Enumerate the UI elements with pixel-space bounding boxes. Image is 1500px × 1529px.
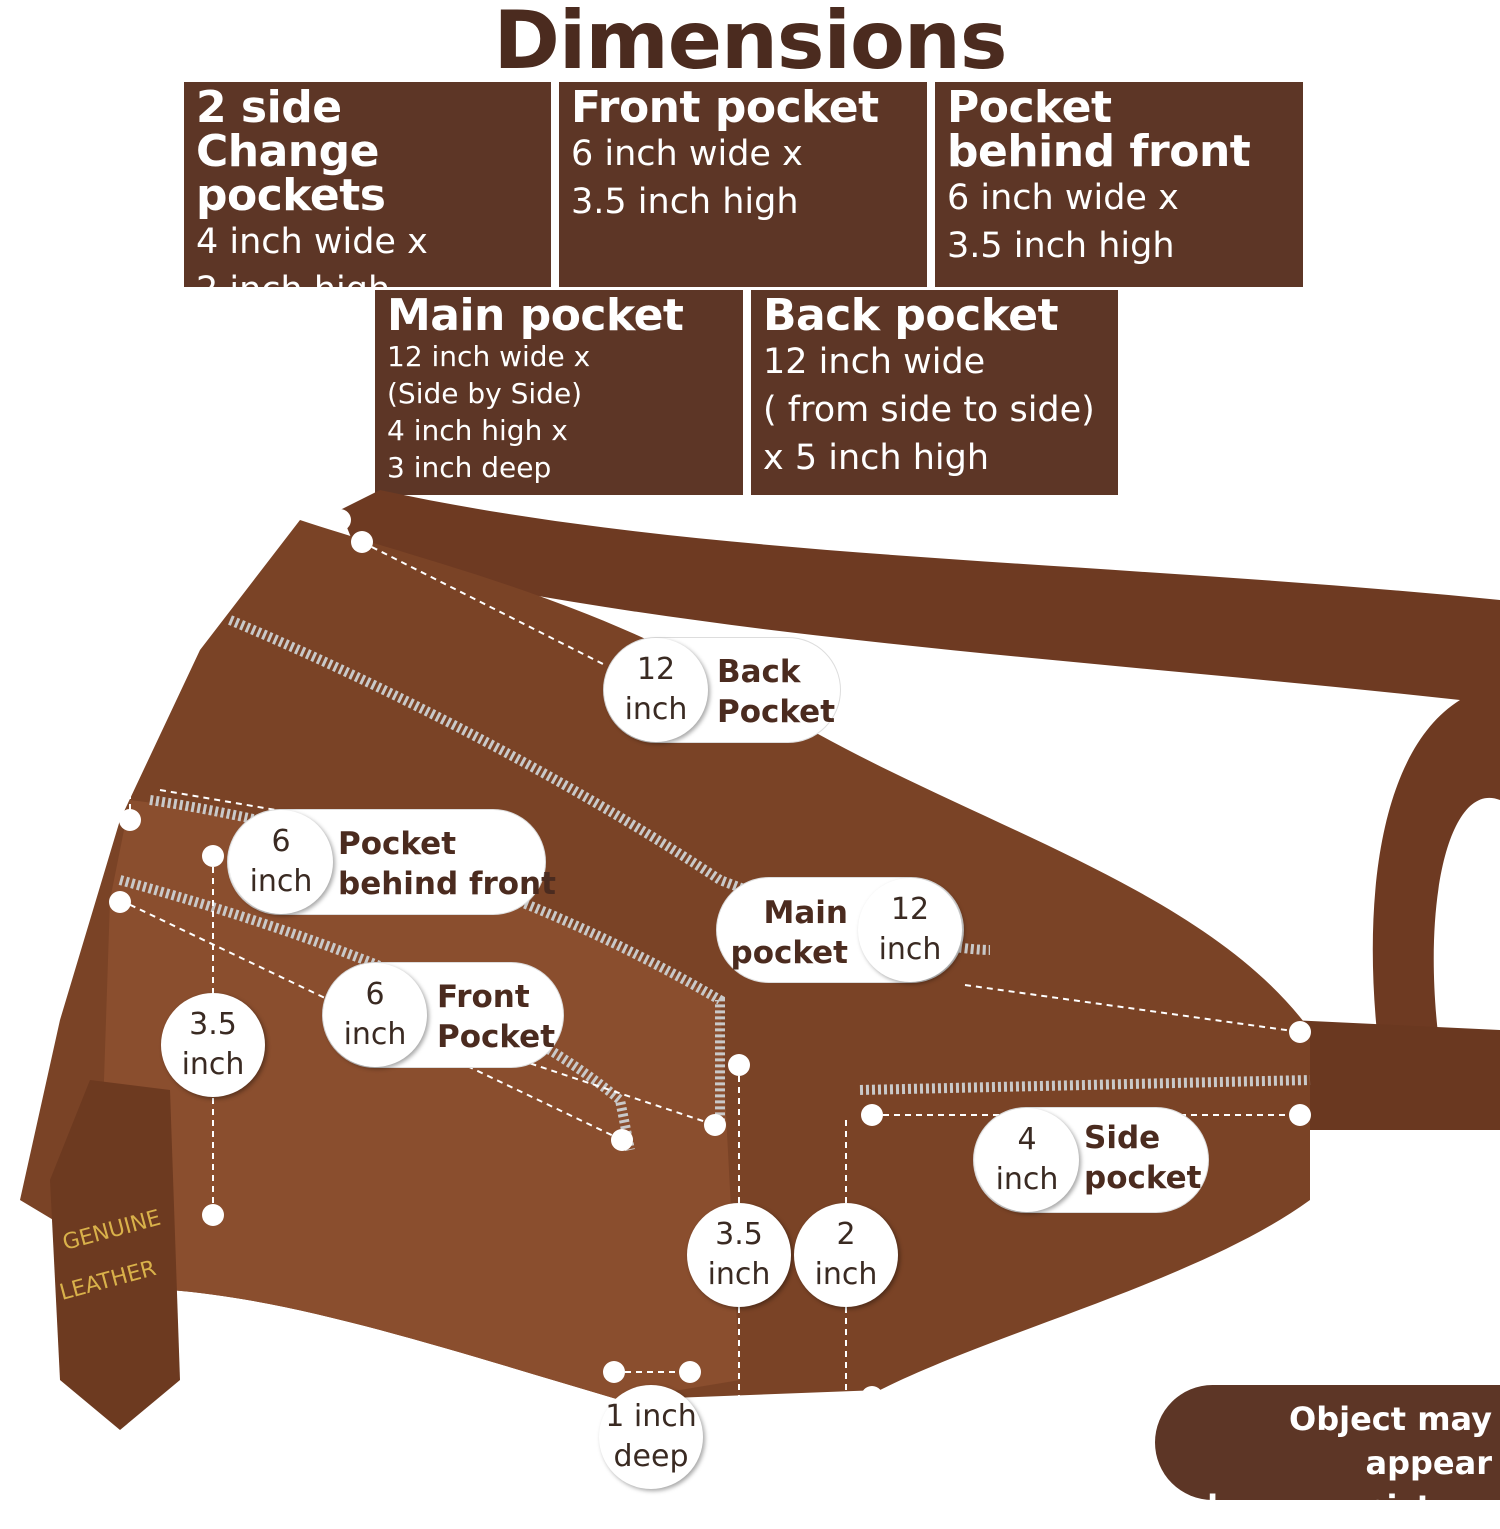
measure-value: 4 — [1017, 1122, 1037, 1157]
measure-circle: 12 inch — [858, 878, 962, 982]
box-line: 4 inch wide x — [196, 222, 428, 262]
box-line: 3 inch deep — [387, 451, 552, 484]
strap — [340, 490, 1500, 1060]
box-front-pocket: Front pocket 6 inch wide x 3.5 inch high — [559, 82, 927, 287]
measure-unit: inch — [343, 1017, 407, 1052]
front-pocket — [100, 800, 740, 1400]
box-line: ( from side to side) — [763, 390, 1095, 430]
box-change-pockets: 2 side Change pockets 4 inch wide x 2 in… — [184, 82, 551, 287]
box-heading: Main pocket — [387, 290, 684, 341]
zipper — [118, 875, 635, 1151]
measure-unit: inch — [878, 932, 942, 967]
box-line: 6 inch wide x — [947, 178, 1179, 218]
measure-value: 12 — [890, 892, 930, 927]
badge-line: closer on picture — [1188, 1488, 1492, 1526]
box-line: 4 inch high x — [387, 414, 568, 447]
measure-unit: inch — [249, 864, 313, 899]
measure-circle: 6 inch — [229, 810, 333, 914]
badge-line: Object may appear — [1289, 1400, 1492, 1482]
measure-unit: inch — [624, 692, 688, 727]
box-back-pocket: Back pocket 12 inch wide ( from side to … — [751, 290, 1118, 495]
box-line: (Side by Side) — [387, 377, 583, 410]
measure-unit: inch — [995, 1162, 1059, 1197]
box-pocket-behind-front: Pocket behind front 6 inch wide x 3.5 in… — [935, 82, 1303, 287]
box-main-pocket: Main pocket 12 inch wide x (Side by Side… — [375, 290, 743, 495]
box-heading: Pocket behind front — [947, 82, 1251, 177]
disclaimer-badge: Object may appear closer on picture — [1155, 1385, 1500, 1526]
measure-circle: 12 inch — [604, 638, 708, 742]
measure-circle: 6 inch — [323, 963, 427, 1067]
page-title: Dimensions — [493, 0, 1008, 87]
box-line: 2 inch high — [196, 266, 539, 287]
box-line: x 5 inch high — [763, 438, 989, 478]
box-line: 6 inch wide x — [571, 134, 803, 174]
box-heading: 2 side Change pockets — [196, 82, 386, 221]
box-line: 12 inch wide — [763, 342, 986, 382]
strap-end — [1290, 1020, 1500, 1130]
box-line: 12 inch wide x — [387, 340, 591, 373]
box-line: 3.5 inch high — [947, 226, 1175, 266]
tag — [50, 1080, 180, 1430]
measure-value: 6 — [271, 824, 291, 859]
box-line: 3.5 inch high — [571, 182, 799, 222]
measure-value: 12 — [636, 652, 676, 687]
box-heading: Back pocket — [763, 290, 1059, 341]
measure-dots — [109, 509, 1311, 1431]
measure-circle: 4 inch — [975, 1108, 1079, 1212]
measure-value: 6 — [365, 977, 385, 1012]
box-heading: Front pocket — [571, 82, 879, 133]
